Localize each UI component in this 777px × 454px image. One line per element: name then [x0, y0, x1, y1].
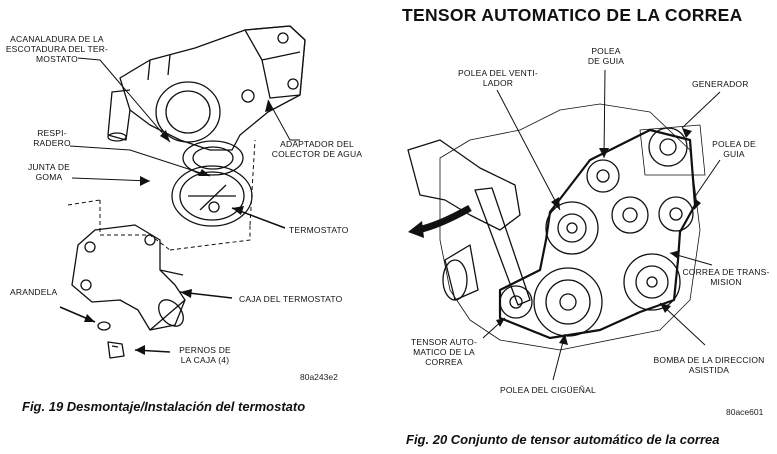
- hand: [407, 139, 521, 231]
- caption-fig20: Fig. 20 Conjunto de tensor automático de…: [406, 432, 720, 447]
- label-pernos: PERNOS DE LA CAJA (4): [179, 345, 231, 365]
- fig20-title: TENSOR AUTOMATICO DE LA CORREA: [402, 5, 743, 25]
- figure-code-19: 80a243e2: [300, 372, 338, 382]
- auto-tensioner: [499, 285, 533, 319]
- label-arandela: ARANDELA: [10, 287, 58, 297]
- rotation-arrow: [417, 204, 472, 234]
- label-bomba: BOMBA DE LA DIRECCION ASISTIDA: [653, 355, 765, 375]
- idler-pulley-right: [658, 196, 694, 232]
- label-correa: CORREA DE TRANS- MISION: [682, 267, 770, 287]
- rubber-gasket: [182, 140, 244, 176]
- washer: [97, 321, 111, 331]
- label-adaptador: ADAPTADOR DEL COLECTOR DE AGUA: [271, 139, 363, 159]
- idler-pulley-top: [586, 159, 620, 193]
- label-polea-ventilador: POLEA DEL VENTI- LADOR: [458, 68, 538, 88]
- label-polea-guia-top: POLEA DE GUIA: [587, 46, 625, 66]
- wrench: [474, 187, 531, 306]
- label-ciguenal: POLEA DEL CIGÜEÑAL: [500, 385, 596, 395]
- label-polea-guia-right: POLEA DE GUIA: [712, 139, 756, 159]
- label-acanaladura: ACANALADURA DE LA ESCOTADURA DEL TER- MO…: [5, 34, 109, 64]
- thermostat-housing: [71, 224, 186, 331]
- label-termostato: TERMOSTATO: [289, 225, 349, 235]
- label-respiradero: RESPI- RADERO: [33, 128, 71, 148]
- fan-pulley: [545, 201, 599, 255]
- drive-belt: [498, 128, 697, 340]
- label-junta-de-goma: JUNTA DE GOMA: [27, 162, 71, 182]
- crankshaft-pulley: [533, 267, 603, 337]
- label-caja-termostato: CAJA DEL TERMOSTATO: [239, 294, 343, 304]
- engine-block: [439, 103, 701, 351]
- figure-code-20: 80ace601: [726, 407, 764, 417]
- label-tensor: TENSOR AUTO- MATICO DE LA CORREA: [410, 337, 477, 367]
- housing-bolt: [107, 341, 125, 359]
- power-steering-pulley: [623, 253, 681, 311]
- caption-fig19: Fig. 19 Desmontaje/Instalación del termo…: [22, 399, 306, 414]
- label-generador: GENERADOR: [692, 79, 749, 89]
